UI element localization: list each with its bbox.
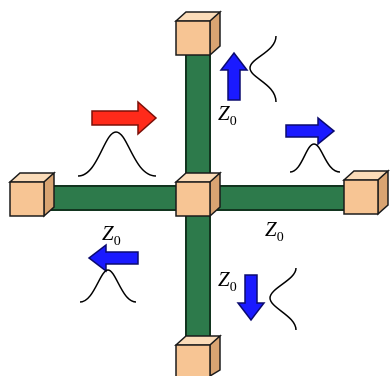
transmitted-arrow-right — [285, 116, 336, 146]
cube-top — [174, 10, 222, 57]
line-top — [185, 49, 211, 189]
transmitted-arrow-down — [236, 274, 266, 322]
cube-left — [8, 171, 56, 218]
arrow-right-icon — [285, 116, 336, 146]
gaussian-pulse-icon — [249, 35, 277, 103]
arrow-up-icon — [219, 51, 249, 101]
arrow-right-icon — [91, 100, 158, 136]
line-bottom — [185, 207, 211, 349]
line-left — [43, 185, 185, 211]
cube-center — [174, 171, 222, 218]
line-right — [211, 185, 347, 211]
reflected-arrow-left — [87, 243, 139, 273]
pulses — [77, 35, 341, 331]
gaussian-pulse-icon — [79, 269, 137, 303]
arrow-down-icon — [236, 274, 266, 322]
incident-arrow — [91, 100, 158, 136]
transmitted-arrow-up — [219, 51, 249, 101]
impedance-label-bottom: Z0 — [218, 267, 237, 295]
cube-bottom — [174, 334, 222, 376]
impedance-labels: Z0 Z0 Z0 Z0 — [102, 101, 284, 295]
gaussian-pulse-icon — [77, 131, 157, 177]
impedance-label-top: Z0 — [218, 101, 237, 129]
gaussian-pulse-icon — [289, 143, 341, 173]
impedance-label-right: Z0 — [265, 217, 284, 245]
gaussian-pulse-icon — [269, 267, 297, 331]
impedance-label-left: Z0 — [102, 221, 121, 249]
arrow-left-icon — [87, 243, 139, 273]
transmission-lines — [43, 49, 347, 349]
cube-right — [342, 169, 390, 216]
